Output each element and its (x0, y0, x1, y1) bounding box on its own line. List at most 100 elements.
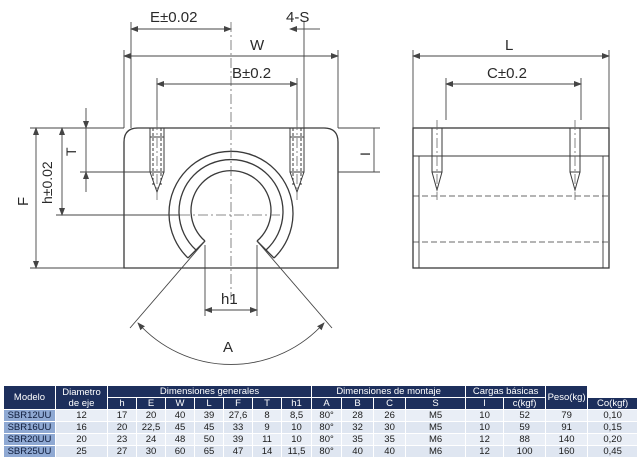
dim-h-label: h±0.02 (39, 161, 55, 204)
table-cell: 80° (311, 421, 343, 434)
header-dimensiones-montaje: Dimensiones de montaje (311, 385, 467, 398)
subheader-cell: h1 (280, 397, 313, 410)
table-cell: 91 (545, 421, 589, 434)
model-cell: SBR25UU (3, 445, 56, 458)
dim-h1-label: h1 (221, 291, 238, 308)
subheader-cell: I (465, 397, 505, 410)
table-cell: 10 (465, 409, 505, 422)
table-cell: 39 (194, 409, 224, 422)
dim-f-label: F (15, 197, 32, 206)
table-cell: 47 (223, 445, 253, 458)
bearing-inner-ring (178, 158, 284, 251)
table-cell: M6 (405, 445, 467, 458)
table-group-header-row: Modelo Diametro de eje Dimensiones gener… (3, 385, 638, 410)
dim-a-label: A (223, 339, 233, 356)
header-cargas-basicas: Cargas básicas (465, 385, 547, 398)
table-cell: 80° (311, 445, 343, 458)
table-cell: 27,6 (223, 409, 253, 422)
table-cell: 20 (136, 409, 166, 422)
table-cell: 0,20 (587, 433, 639, 446)
table-cell: 0,15 (587, 421, 639, 434)
dim-e-label: E±0.02 (150, 9, 197, 26)
table-cell: 28 (341, 409, 375, 422)
model-cell: SBR12UU (3, 409, 56, 422)
table-cell: 22,5 (136, 421, 166, 434)
subheader-cell: Co(kgf) (587, 397, 639, 410)
dim-i-label: I (357, 152, 373, 156)
table-cell: 80° (311, 433, 343, 446)
table-cell: 8 (252, 409, 282, 422)
subheader-cell: C (373, 397, 407, 410)
table-cell: 45 (194, 421, 224, 434)
table-cell: 23 (107, 433, 137, 446)
header-modelo: Modelo (3, 385, 56, 410)
table-cell: 10 (280, 433, 313, 446)
dim-4s-label: 4-S (286, 9, 309, 26)
table-cell: 10 (280, 421, 313, 434)
table-cell: 32 (341, 421, 375, 434)
subheader-cell: h (107, 397, 137, 410)
subheader-cell: F (223, 397, 253, 410)
side-view (412, 127, 610, 269)
table-cell: 12 (465, 433, 505, 446)
front-dimension-lines (30, 22, 380, 365)
technical-drawing: E±0.02 4-S W B±0.2 T h±0.02 F h1 A L C±0 (15, 9, 610, 365)
model-cell: SBR16UU (3, 421, 56, 434)
table-cell: 11 (252, 433, 282, 446)
subheader-cell: B (341, 397, 375, 410)
table-cell: M5 (405, 409, 467, 422)
table-cell: 20 (55, 433, 108, 446)
side-dimension-lines (412, 50, 610, 128)
side-body-outline (412, 127, 610, 269)
dim-w-label: W (250, 37, 265, 54)
table-cell: 24 (136, 433, 166, 446)
table-cell: M5 (405, 421, 467, 434)
table-cell: 0,45 (587, 445, 639, 458)
dim-t-label: T (63, 147, 79, 156)
table-cell: 8,5 (280, 409, 313, 422)
table-cell: 26 (373, 409, 407, 422)
table-cell: 160 (545, 445, 589, 458)
table-cell: 10 (465, 421, 505, 434)
subheader-cell: T (252, 397, 282, 410)
table-cell: 35 (373, 433, 407, 446)
table-cell: 140 (545, 433, 589, 446)
subheader-cell: L (194, 397, 224, 410)
subheader-cell: W (165, 397, 195, 410)
table-cell: 40 (165, 409, 195, 422)
side-center-lines (436, 120, 576, 200)
table-cell: 14 (252, 445, 282, 458)
table-cell: 33 (223, 421, 253, 434)
table-cell: 45 (165, 421, 195, 434)
table-cell: 65 (194, 445, 224, 458)
table-cell: 50 (194, 433, 224, 446)
table-cell: 52 (503, 409, 547, 422)
table-cell: M6 (405, 433, 467, 446)
subheader-cell: A (311, 397, 343, 410)
table-cell: 12 (465, 445, 505, 458)
subheader-cell: E (136, 397, 166, 410)
table-cell: 0,10 (587, 409, 639, 422)
table-cell: 35 (341, 433, 375, 446)
table-cell: 17 (107, 409, 137, 422)
header-diametro: Diametro de eje (55, 385, 108, 410)
table-cell: 48 (165, 433, 195, 446)
table-cell: 39 (223, 433, 253, 446)
subheader-cell: S (405, 397, 467, 410)
front-center-lines (156, 22, 298, 300)
specifications-table: Modelo Diametro de eje Dimensiones gener… (3, 385, 639, 458)
dim-b-label: B±0.2 (232, 65, 271, 82)
table-cell: 20 (107, 421, 137, 434)
table-cell: 40 (373, 445, 407, 458)
table-cell: 27 (107, 445, 137, 458)
table-cell: 12 (55, 409, 108, 422)
table-cell: 88 (503, 433, 547, 446)
model-cell: SBR20UU (3, 433, 56, 446)
table-cell: 60 (165, 445, 195, 458)
table-cell: 25 (55, 445, 108, 458)
table-cell: 59 (503, 421, 547, 434)
table-cell: 100 (503, 445, 547, 458)
